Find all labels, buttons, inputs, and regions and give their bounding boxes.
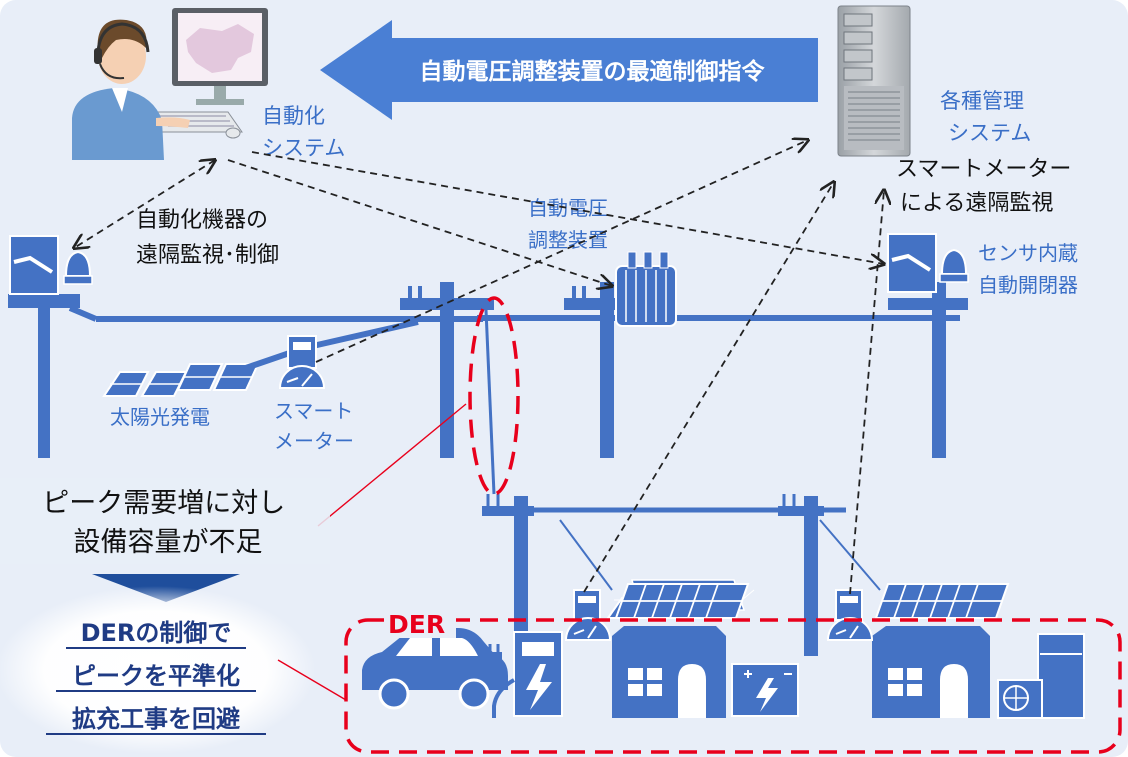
server-icon bbox=[837, 5, 911, 157]
solution-line-3: 拡充工事を回避 bbox=[72, 705, 240, 733]
automatic-switch-left-icon bbox=[9, 235, 93, 295]
solution-line-1: DERの制御で bbox=[81, 619, 232, 647]
sensor-switch-label: センサ内蔵 自動開閉器 bbox=[978, 241, 1084, 297]
operator-icon bbox=[72, 8, 268, 160]
rooftop-solar-right-icon bbox=[874, 583, 1010, 619]
management-system-label: 各種管理 システム bbox=[940, 89, 1031, 145]
smart-meter-monitoring-label: スマートメーター による遠隔監視 bbox=[896, 157, 1078, 216]
automation-system-label: 自動化 システム bbox=[262, 104, 345, 160]
control-command-arrow: 自動電圧調整装置の最適制御指令 bbox=[320, 20, 818, 120]
solution-glow bbox=[0, 586, 316, 754]
der-label-backdrop bbox=[384, 606, 456, 638]
house-smart-meter-left-icon bbox=[564, 589, 612, 641]
smart-meter-icon bbox=[278, 335, 326, 389]
solution-underlines bbox=[46, 647, 266, 735]
rooftop-solar-left-icon bbox=[614, 583, 750, 619]
solution-callout-line bbox=[277, 659, 347, 701]
sensor-auto-switch-icon bbox=[887, 233, 969, 293]
battery-icon bbox=[731, 663, 799, 717]
house-smart-meter-right-icon bbox=[826, 589, 874, 641]
der-label: DER bbox=[388, 610, 445, 639]
bottleneck-highlight bbox=[468, 296, 520, 496]
communication-arrows bbox=[74, 140, 884, 595]
heat-pump-icon bbox=[997, 633, 1085, 719]
bottleneck-callout-line bbox=[317, 403, 467, 527]
solution-line-2: ピークを平準化 bbox=[72, 662, 240, 690]
electric-vehicle-icon bbox=[362, 628, 508, 710]
smart-meter-label: スマート メーター bbox=[274, 399, 360, 453]
lower-distribution-line bbox=[482, 309, 881, 706]
solution-text: DERの制御で ピークを平準化 拡充工事を回避 bbox=[72, 619, 240, 733]
control-command-text: 自動電圧調整装置の最適制御指令 bbox=[420, 58, 766, 85]
distribution-line bbox=[8, 282, 968, 458]
voltage-regulator-icon bbox=[615, 251, 677, 327]
capacity-shortage-text: ピーク需要増に対し 設備容量が不足 bbox=[42, 488, 294, 558]
der-boundary bbox=[344, 618, 1122, 754]
house-right-icon bbox=[872, 626, 990, 718]
problem-text-backdrop bbox=[0, 478, 330, 564]
solar-power-label: 太陽光発電 bbox=[110, 405, 210, 429]
ev-charger-icon bbox=[486, 631, 563, 718]
voltage-regulator-label: 自動電圧 調整装置 bbox=[528, 196, 614, 252]
